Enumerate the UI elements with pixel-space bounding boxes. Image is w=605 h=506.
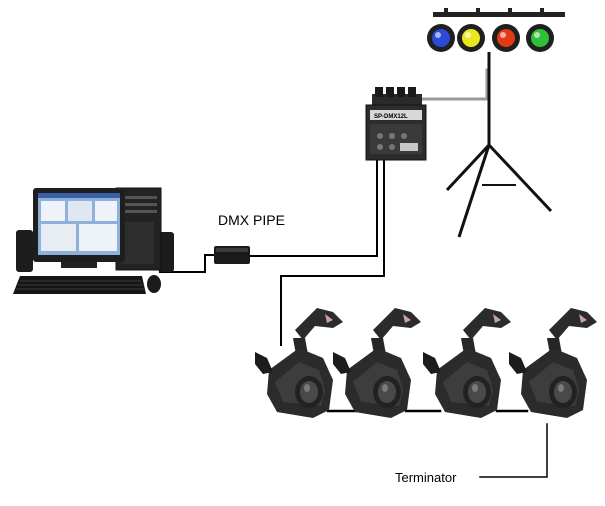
left-speaker [16,230,33,272]
scanner-4 [509,308,597,418]
controller-to-parbar-cable [418,68,489,101]
dmx-controller: SP-DMX12L [365,87,427,161]
par-can-yellow [457,24,485,52]
scanner-2 [333,308,421,418]
scanner-1 [255,308,343,418]
pc-to-pipe-cable [159,254,215,273]
par-light-bar [427,8,565,238]
pipe-to-controller-cable [249,159,378,257]
right-speaker [158,232,174,272]
cables [159,68,548,478]
computer-workstation [13,187,174,294]
mouse [147,275,161,293]
controller-to-scanner-cable [280,159,385,346]
scanner-3 [423,308,511,418]
terminator-line [479,423,548,478]
terminator-label: Terminator [395,470,457,485]
dmx-pipe-device [214,246,250,264]
par-can-red [492,24,520,52]
par-can-green [526,24,554,52]
controller-label: SP-DMX12L [374,114,408,120]
dmx-pipe-label: DMX PIPE [218,212,285,228]
par-can-blue [427,24,455,52]
